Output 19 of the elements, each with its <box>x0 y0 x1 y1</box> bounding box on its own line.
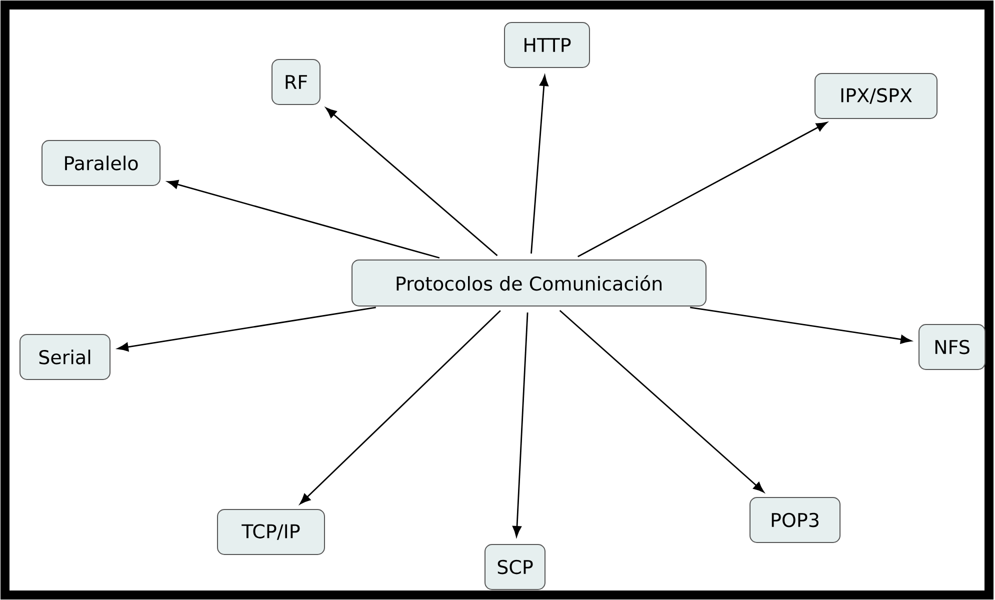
concept-box: RF <box>272 59 320 105</box>
concept-box: NFS <box>918 324 986 370</box>
concept-box: HTTP <box>504 22 590 68</box>
concept-box: POP3 <box>750 497 840 543</box>
concept-box: TCP/IP <box>217 509 325 555</box>
arrow <box>690 306 912 344</box>
arrow <box>512 312 528 537</box>
concept-box: IPX/SPX <box>814 73 938 119</box>
concept-box: SCP <box>484 544 546 590</box>
concept-box: Protocolos de Comunicación <box>352 260 706 306</box>
arrow <box>578 122 828 258</box>
arrow <box>300 310 501 504</box>
arrow <box>530 75 548 254</box>
arrow <box>118 306 376 352</box>
concept-box: Paralelo <box>42 140 160 186</box>
arrow <box>167 180 440 259</box>
arrow <box>326 108 498 256</box>
concept-box: Serial <box>20 334 110 380</box>
arrow <box>559 310 764 492</box>
